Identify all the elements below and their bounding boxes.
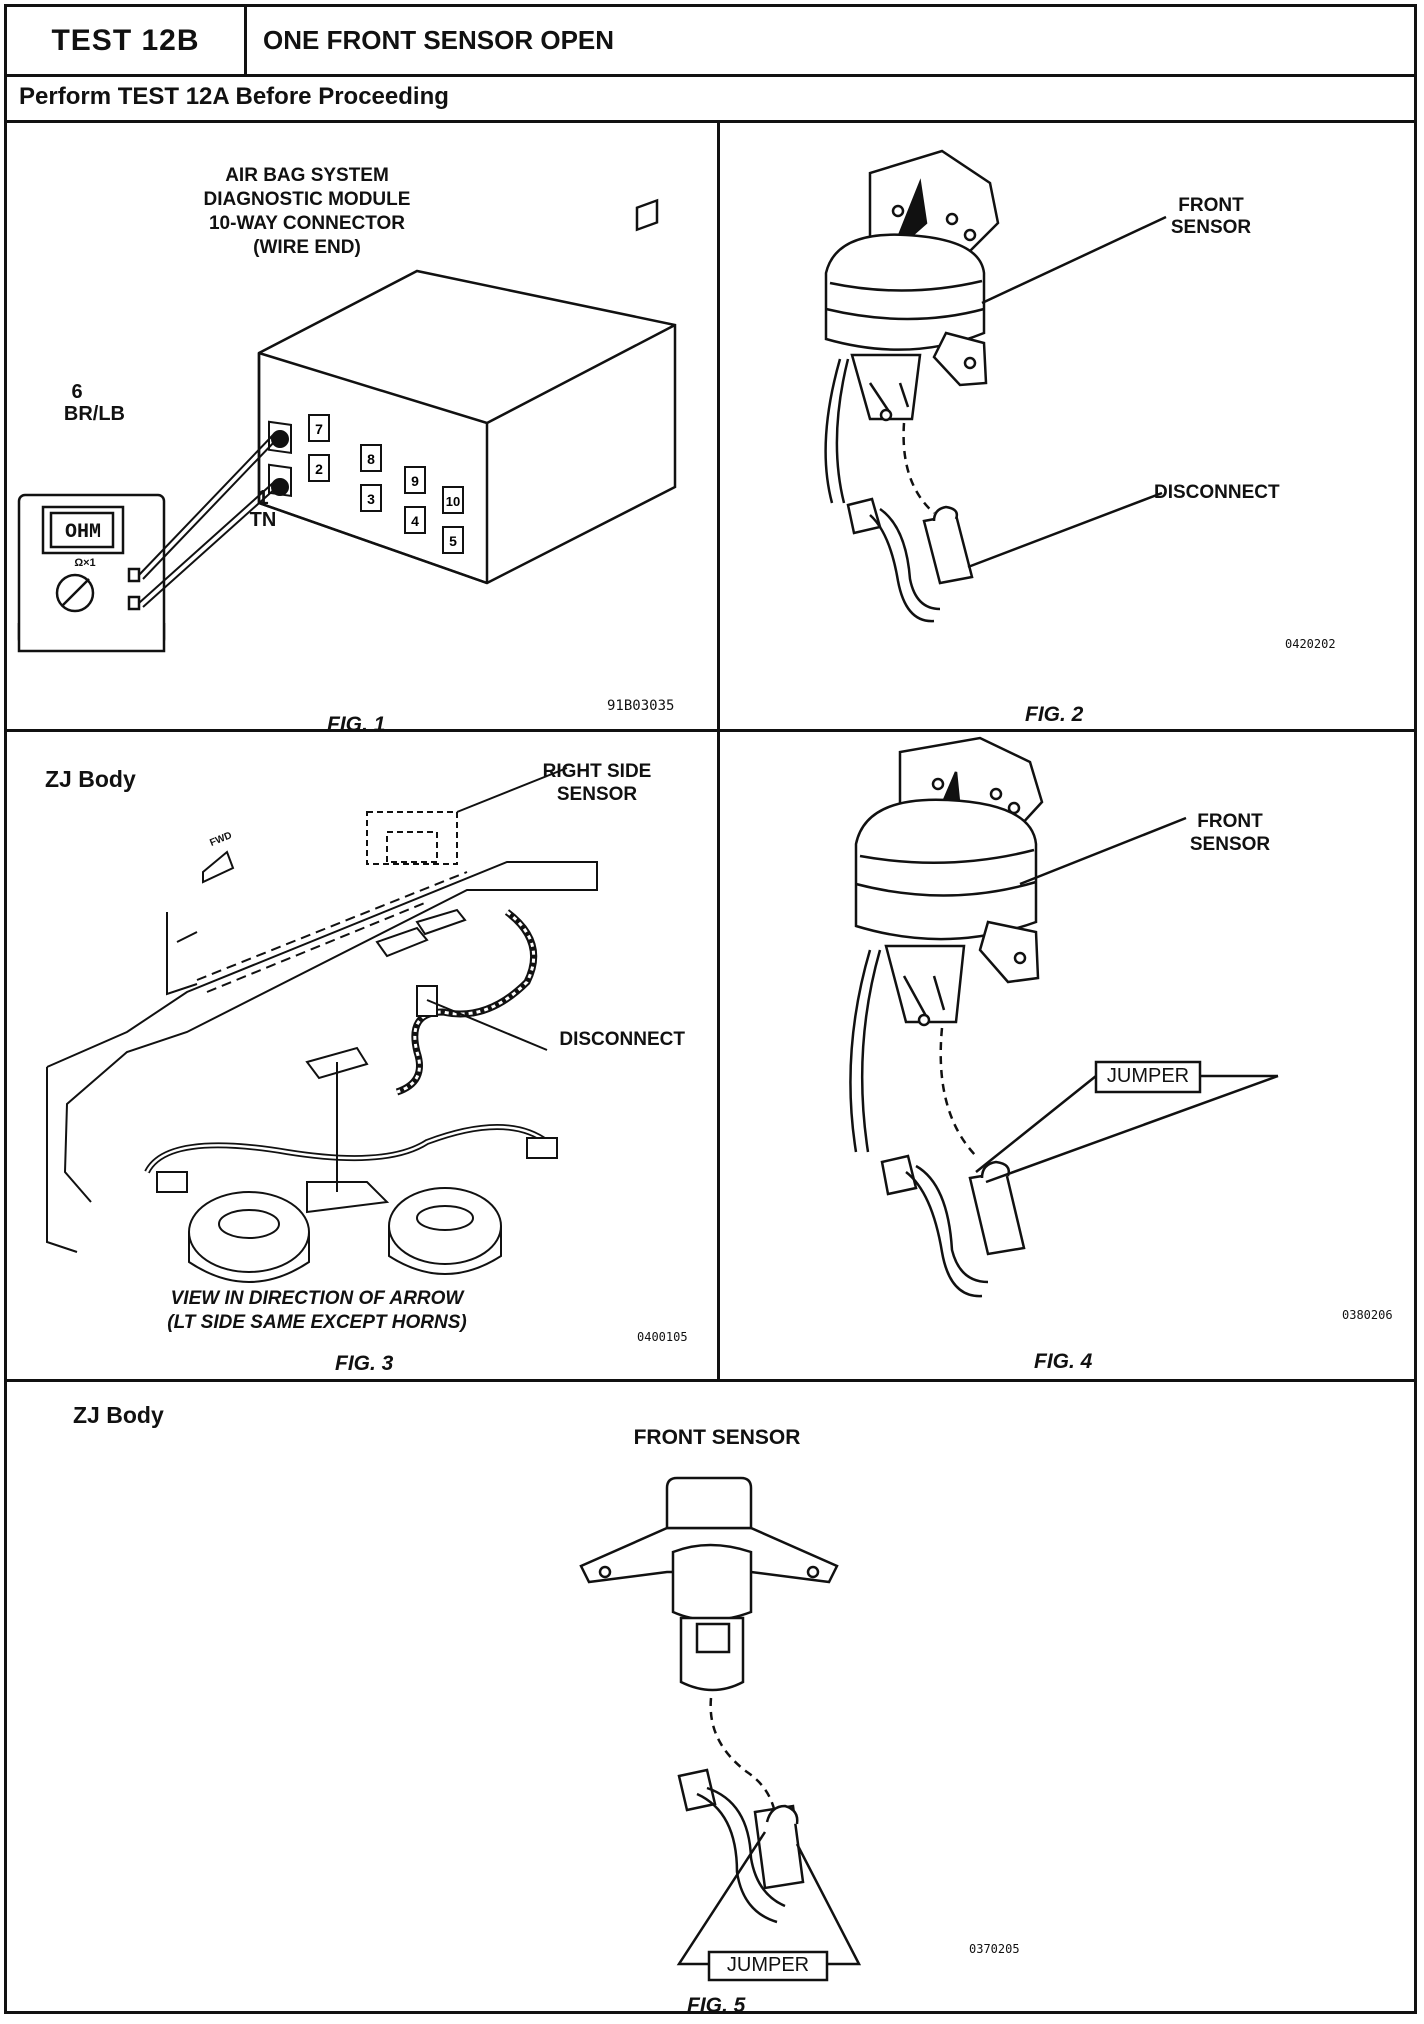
fig3-caption: FIG. 3	[335, 1352, 394, 1375]
fig1-drawing: 7 2 8 3 9 4 10 5	[17, 198, 677, 653]
fig2-sensor-label: FRONT SENSOR	[1170, 195, 1252, 238]
prerequisite-text: Perform TEST 12A Before Proceeding	[19, 83, 449, 110]
fig5-body-label: ZJ Body	[73, 1402, 164, 1428]
fig5-code: 0370205	[969, 1942, 1020, 1956]
pin-8	[360, 444, 382, 472]
pin-7	[308, 414, 330, 442]
fig3-disconnect-label: DISCONNECT	[559, 1029, 685, 1050]
fig3-body-label: ZJ Body	[45, 766, 136, 792]
fig2-disconnect-label: DISCONNECT	[1154, 482, 1280, 503]
meter-range: Ω×1	[74, 557, 96, 569]
pin-5	[442, 526, 464, 554]
module-connector-label: AIR BAG SYSTEM DIAGNOSTIC MODULE 10-WAY …	[203, 165, 411, 258]
fig5-panel: ZJ Body FRONT SENSOR	[7, 1382, 1420, 2017]
fig3-sensor-label: RIGHT SIDE SENSOR	[542, 761, 652, 805]
fig1-panel: AIR BAG SYSTEM DIAGNOSTIC MODULE 10-WAY …	[7, 123, 717, 736]
pin-2-label: 2	[315, 461, 323, 477]
fig2-drawing	[824, 149, 1167, 623]
prerequisite-row: Perform TEST 12A Before Proceeding	[7, 74, 1414, 123]
pin6-wire-color: BR/LB	[63, 403, 125, 425]
fig1-caption: FIG. 1	[327, 713, 386, 736]
fig4-panel: FRONT SENSOR JUMPER FIG. 4 0380206	[720, 732, 1420, 1379]
fig3-code: 0400105	[637, 1330, 688, 1344]
fig5-caption: FIG. 5	[687, 1994, 746, 2017]
fig1-code: 91B03035	[607, 698, 675, 714]
pin-9-label: 9	[411, 473, 419, 489]
service-manual-page: TEST 12B ONE FRONT SENSOR OPEN Perform T…	[4, 4, 1420, 2017]
fig1-pin-grid: 7 2 8 3 9 4 10 5	[308, 414, 464, 554]
fig2-panel: FRONT SENSOR DISCONNECT FIG. 2 0420202	[720, 123, 1420, 729]
fig4-code: 0380206	[1342, 1308, 1393, 1322]
fig2-code: 0420202	[1285, 637, 1336, 651]
pin-4-label: 4	[411, 513, 419, 529]
fig3-drawing	[46, 767, 598, 1283]
pin6-number: 6	[71, 381, 83, 403]
fig5-jumper-label: JUMPER	[726, 1954, 810, 1976]
meter-display: OHM	[64, 521, 101, 544]
fig2-caption: FIG. 2	[1025, 703, 1084, 726]
pin-8-label: 8	[367, 451, 375, 467]
test-id: TEST 12B	[7, 7, 247, 74]
pin-5-label: 5	[449, 533, 457, 549]
pin-3-label: 3	[367, 491, 375, 507]
grid-divider-row1	[7, 729, 1414, 732]
fig4-caption: FIG. 4	[1034, 1350, 1093, 1373]
pin-10	[442, 486, 464, 514]
ohmmeter	[17, 493, 166, 653]
pin-4	[404, 506, 426, 534]
fig3-panel: ZJ Body RIGHT SIDE SENSOR	[7, 732, 717, 1379]
pin1-number: 1	[257, 487, 269, 509]
test-title: ONE FRONT SENSOR OPEN	[263, 25, 615, 55]
pin-2	[308, 454, 330, 482]
fig3-view-note: VIEW IN DIRECTION OF ARROW (LT SIDE SAME…	[167, 1288, 467, 1333]
pin-3	[360, 484, 382, 512]
grid-divider-row2	[7, 1379, 1414, 1382]
pin-10-label: 10	[446, 494, 460, 509]
fig5-sensor-label: FRONT SENSOR	[633, 1426, 801, 1449]
fig4-drawing	[849, 736, 1279, 1298]
test-header: TEST 12B ONE FRONT SENSOR OPEN	[7, 7, 1414, 77]
fig4-jumper-label: JUMPER	[1106, 1065, 1190, 1087]
fig5-drawing	[579, 1476, 862, 1982]
pin-7-label: 7	[315, 421, 323, 437]
pin1-wire-color: TN	[249, 509, 277, 531]
grid-divider-vertical	[717, 120, 720, 1382]
fig4-sensor-label: FRONT SENSOR	[1189, 811, 1271, 855]
pin-9	[404, 466, 426, 494]
